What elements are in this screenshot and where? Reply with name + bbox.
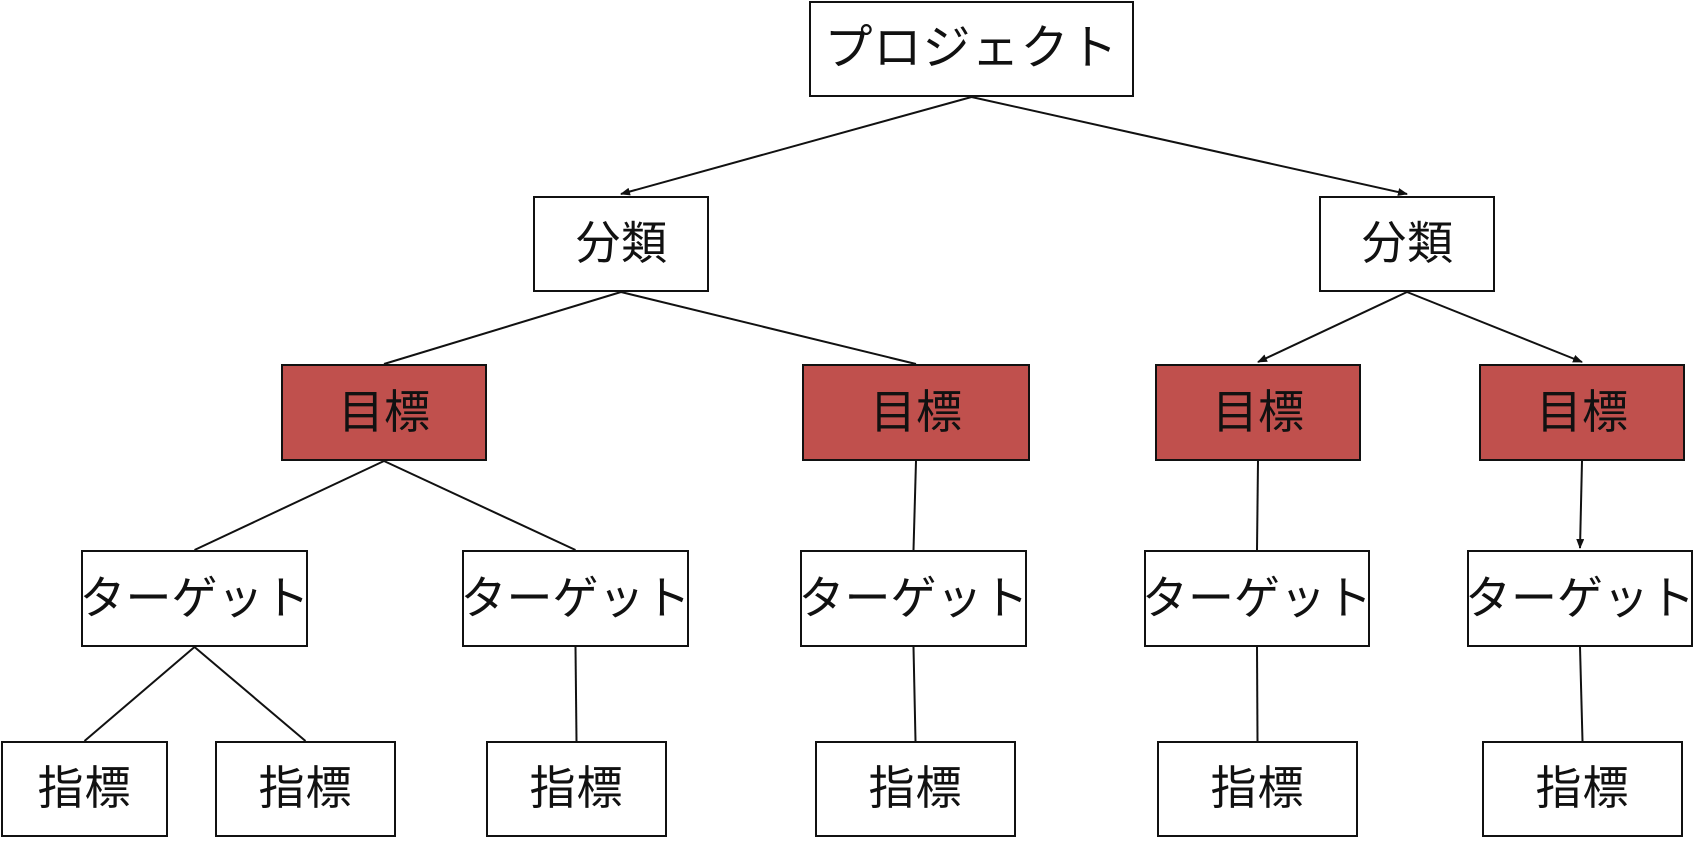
target-label-3: ターゲット bbox=[798, 570, 1029, 625]
connector-goal-4-to-target-5 bbox=[1576, 460, 1585, 549]
connector-target-2-to-metric-3 bbox=[574, 646, 578, 742]
metric-label-6: 指標 bbox=[1535, 761, 1630, 815]
goal-label-3: 目標 bbox=[1212, 384, 1304, 439]
goal-label-1: 目標 bbox=[338, 384, 430, 439]
connector-goal-3-to-target-4 bbox=[1256, 460, 1259, 551]
category-node-left: 分類 bbox=[533, 196, 709, 292]
connector-goal-2-to-target-3 bbox=[912, 460, 917, 551]
goal-node-2: 目標 bbox=[802, 364, 1030, 461]
metric-node-3: 指標 bbox=[486, 741, 667, 837]
connector-target-5-to-metric-6 bbox=[1579, 646, 1584, 742]
metric-label-3: 指標 bbox=[529, 761, 624, 815]
metric-node-1: 指標 bbox=[1, 741, 168, 837]
target-node-3: ターゲット bbox=[798, 550, 1029, 647]
connector-category-right-to-goal-4 bbox=[1406, 291, 1583, 363]
goal-node-1: 目標 bbox=[281, 364, 487, 461]
goal-label-4: 目標 bbox=[1536, 384, 1628, 439]
connector-target-1-to-metric-2 bbox=[193, 646, 307, 742]
connector-target-3-to-metric-4 bbox=[912, 646, 917, 742]
target-node-1: ターゲット bbox=[79, 550, 310, 647]
connector-category-left-to-goal-1 bbox=[383, 291, 622, 365]
metric-label-2: 指標 bbox=[258, 761, 353, 815]
target-node-5: ターゲット bbox=[1465, 550, 1695, 647]
goal-node-3: 目標 bbox=[1155, 364, 1361, 461]
metric-node-6: 指標 bbox=[1482, 741, 1683, 837]
project-node: プロジェクト bbox=[809, 1, 1134, 97]
metric-label-5: 指標 bbox=[1210, 761, 1305, 815]
connector-category-left-to-goal-2 bbox=[620, 291, 917, 365]
connector-project-to-category-right bbox=[971, 96, 1408, 196]
connector-goal-1-to-target-2 bbox=[383, 460, 576, 551]
metric-node-4: 指標 bbox=[815, 741, 1016, 837]
target-label-1: ターゲット bbox=[79, 570, 310, 625]
metric-node-5: 指標 bbox=[1157, 741, 1358, 837]
connector-project-to-category-left bbox=[620, 96, 972, 196]
category-label-right: 分類 bbox=[1361, 216, 1453, 270]
metric-node-2: 指標 bbox=[215, 741, 396, 837]
goal-node-4: 目標 bbox=[1479, 364, 1685, 461]
category-label-left: 分類 bbox=[575, 216, 667, 270]
connector-category-right-to-goal-3 bbox=[1257, 291, 1408, 363]
target-label-4: ターゲット bbox=[1142, 570, 1372, 625]
target-node-2: ターゲット bbox=[460, 550, 691, 647]
connector-target-1-to-metric-1 bbox=[83, 646, 196, 742]
connector-target-4-to-metric-5 bbox=[1256, 646, 1259, 742]
metric-label-1: 指標 bbox=[37, 761, 132, 815]
metric-label-4: 指標 bbox=[868, 761, 963, 815]
project-label: プロジェクト bbox=[824, 20, 1119, 76]
goal-label-2: 目標 bbox=[870, 384, 962, 439]
target-node-4: ターゲット bbox=[1142, 550, 1372, 647]
target-label-5: ターゲット bbox=[1465, 570, 1695, 625]
target-label-2: ターゲット bbox=[460, 570, 691, 625]
connector-goal-1-to-target-1 bbox=[194, 460, 385, 551]
category-node-right: 分類 bbox=[1319, 196, 1495, 292]
